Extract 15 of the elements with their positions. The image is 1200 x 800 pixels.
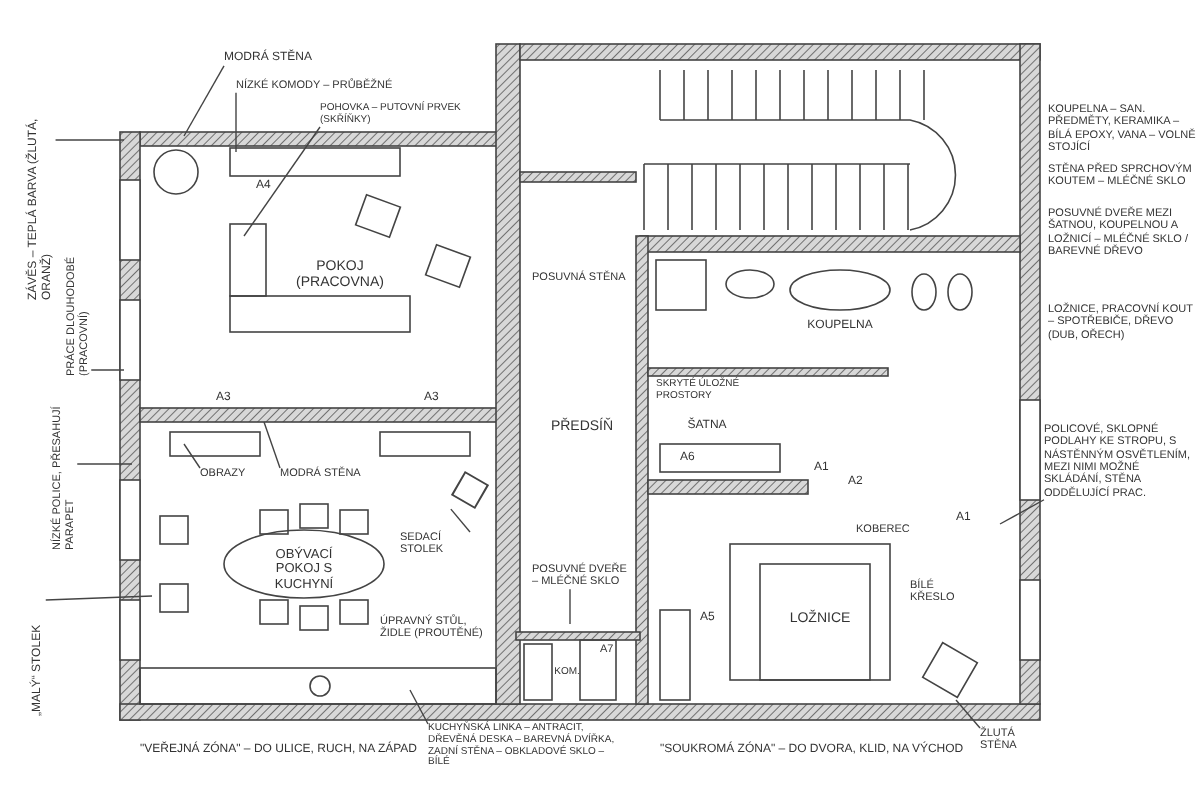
leader-line xyxy=(409,689,429,725)
chair-drawing xyxy=(450,470,490,510)
leader-line xyxy=(955,699,981,729)
leader-line xyxy=(263,421,281,469)
leader-line xyxy=(999,499,1045,525)
leader-line xyxy=(569,588,571,625)
leader-line xyxy=(45,595,153,601)
leader-line xyxy=(54,139,125,141)
leader-line xyxy=(450,508,471,533)
leader-line xyxy=(76,463,133,465)
leader-line xyxy=(243,126,321,237)
leader-line xyxy=(183,443,201,469)
leader-line xyxy=(183,65,225,137)
leader-line xyxy=(235,91,237,153)
leader-line xyxy=(90,369,125,371)
